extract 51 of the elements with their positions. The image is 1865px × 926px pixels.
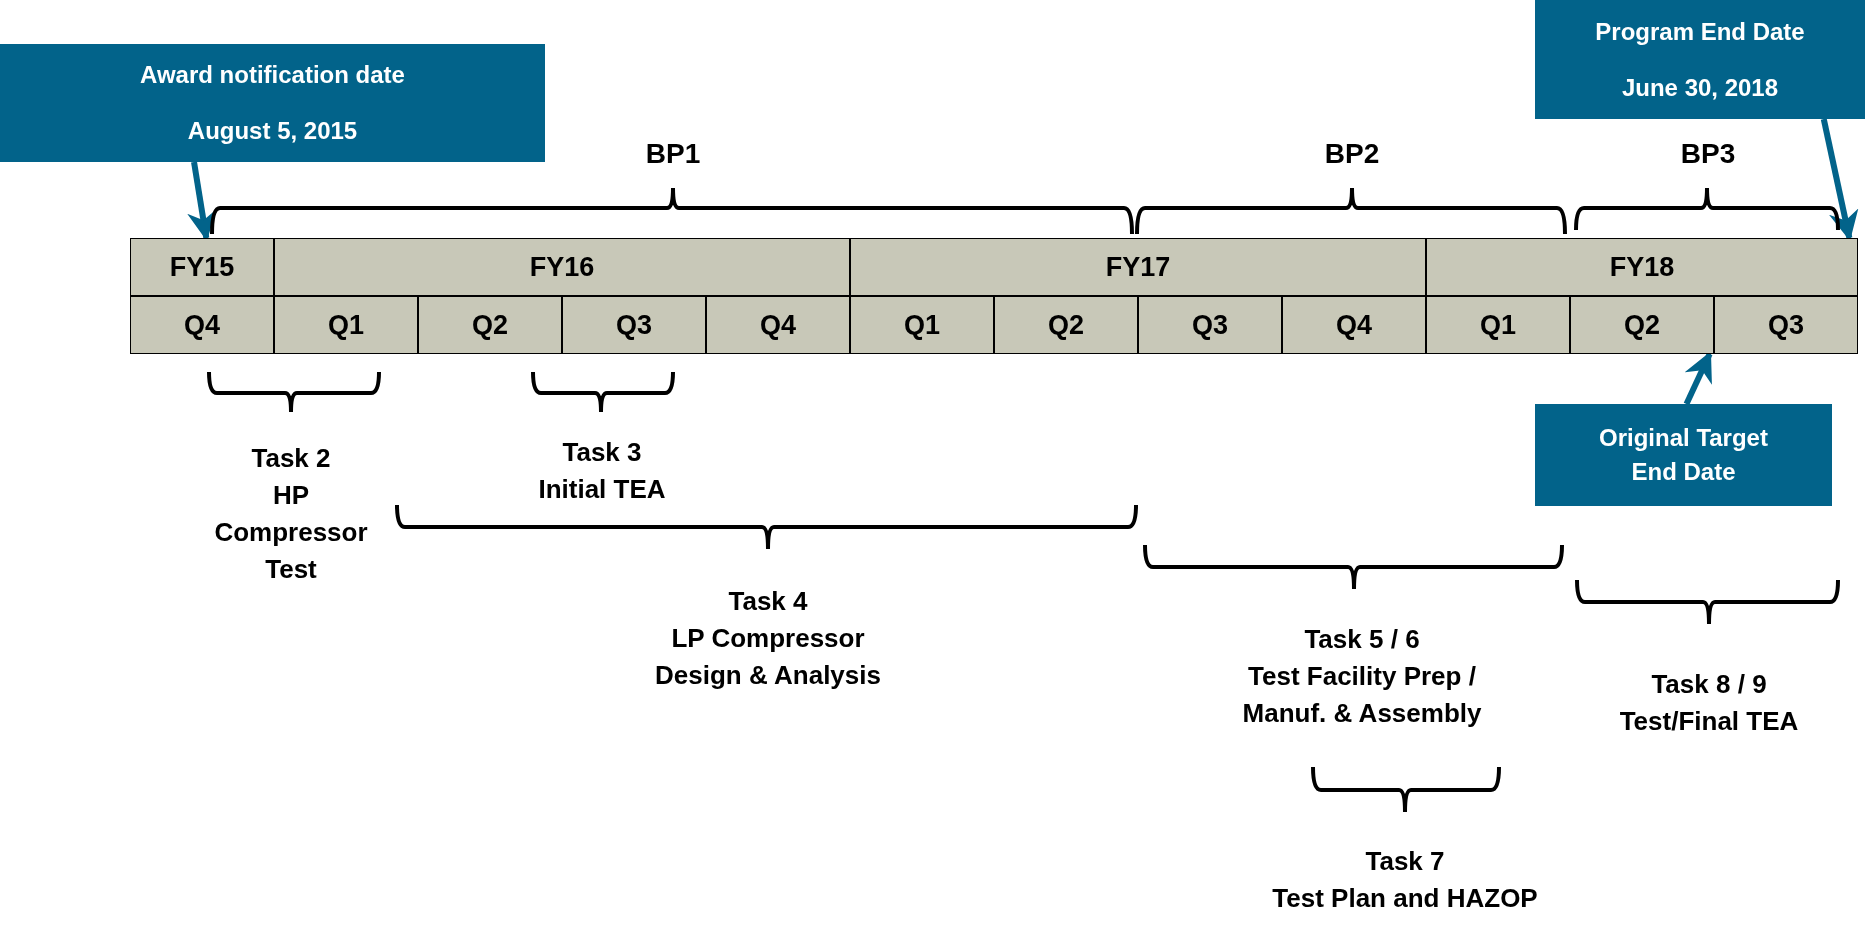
timeline-cell: [418, 296, 562, 354]
timeline-cell: [274, 296, 418, 354]
timeline-cell: [706, 296, 850, 354]
period-label: Q1: [1480, 310, 1516, 340]
callout-text: Award notification date: [140, 60, 405, 90]
arrow: [1683, 351, 1713, 406]
period-label: FY18: [1609, 252, 1675, 282]
task-label: Task 8 / 9 Test/Final TEA: [1619, 668, 1799, 738]
phase-label: BP1: [645, 137, 701, 171]
task-label: Task 3 Initial TEA: [538, 436, 666, 506]
callout-text: August 5, 2015: [187, 116, 358, 146]
callout-box: [1535, 0, 1865, 119]
callout-text: June 30, 2018: [1621, 72, 1779, 103]
timeline-cell: [562, 296, 706, 354]
period-label: FY17: [1105, 252, 1171, 282]
timeline-cell: [1426, 238, 1858, 296]
timeline-cell: [850, 296, 994, 354]
period-label: Q3: [616, 310, 652, 340]
arrow: [1820, 118, 1859, 241]
task-label: Task 5 / 6 Test Facility Prep / Manuf. & Assembly: [1242, 623, 1482, 730]
task-label: Task 4 LP Compressor Design & Analysis: [655, 585, 881, 692]
period-label: Q2: [1624, 310, 1660, 340]
timeline-cell: [274, 238, 850, 296]
callout-box: [1535, 404, 1832, 506]
period-label: Q2: [472, 310, 508, 340]
callout-text: Original Target End Date: [1599, 423, 1768, 487]
timeline-cell: [1282, 296, 1426, 354]
timeline-cell: [994, 296, 1138, 354]
timeline-cell: [1714, 296, 1858, 354]
timeline-cell: [1570, 296, 1714, 354]
period-label: Q2: [1048, 310, 1084, 340]
timeline-cell: [130, 238, 274, 296]
phase-label: BP2: [1324, 137, 1380, 171]
callout-box: [0, 44, 545, 162]
period-label: Q3: [1192, 310, 1228, 340]
task-label: Task 2 HP Compressor Test: [214, 442, 368, 586]
callout-text: Program End Date: [1595, 16, 1805, 47]
period-label: Q4: [184, 310, 220, 340]
timeline-cell: [130, 296, 274, 354]
period-label: Q4: [760, 310, 796, 340]
task-label: Task 7 Test Plan and HAZOP: [1272, 845, 1538, 915]
period-label: Q4: [1336, 310, 1372, 340]
timeline-cell: [1426, 296, 1570, 354]
period-label: Q1: [328, 310, 364, 340]
period-label: Q3: [1768, 310, 1804, 340]
phase-label: BP3: [1680, 137, 1736, 171]
period-label: FY15: [169, 252, 235, 282]
timeline-cell: [1138, 296, 1282, 354]
period-label: Q1: [904, 310, 940, 340]
period-label: FY16: [529, 252, 595, 282]
timeline-cell: [850, 238, 1426, 296]
